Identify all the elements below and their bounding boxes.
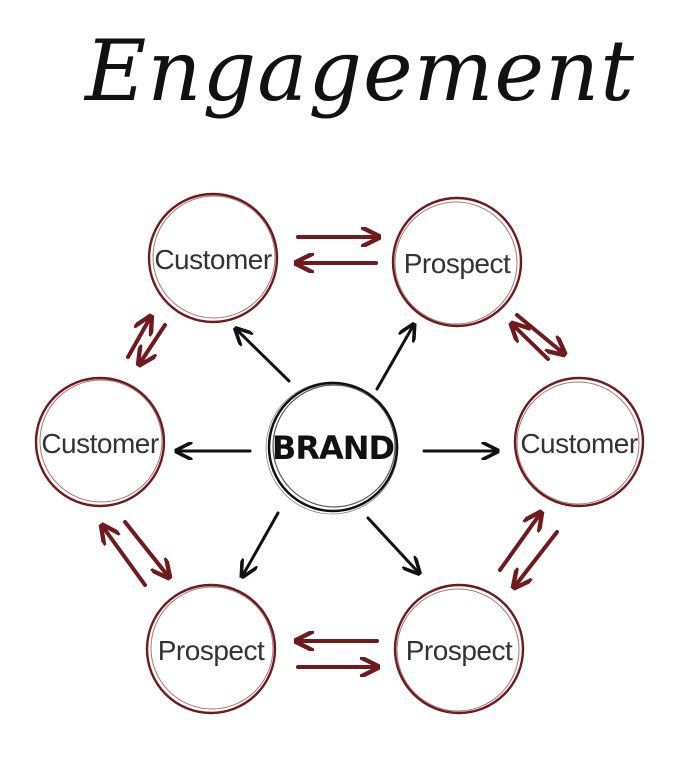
node-ring [391, 196, 523, 328]
ring-arrow [515, 530, 559, 586]
node-ring-sketch [39, 379, 163, 503]
node-ring-sketch [152, 195, 276, 319]
node-ring [147, 192, 279, 324]
ring-arrow [103, 527, 147, 587]
brand-ring [267, 381, 399, 513]
brand-label: BRAND [272, 429, 394, 467]
node-top-right: Prospect [391, 196, 523, 328]
node-label: Prospect [158, 635, 265, 666]
node-ring-sketch [516, 381, 640, 505]
ring-arrow [123, 520, 168, 576]
ring-arrows [103, 237, 563, 667]
brand-arrow [237, 330, 291, 383]
diagram-title: Engagement [83, 22, 635, 120]
node-label: Prospect [406, 635, 513, 666]
ring-arrow [498, 514, 540, 572]
brand-arrows [178, 326, 496, 575]
node-mid-right: Customer [513, 376, 645, 508]
ring-arrow [126, 318, 150, 359]
node-ring [145, 583, 277, 715]
brand-node: BRAND [265, 381, 399, 515]
node-label: Customer [520, 428, 638, 459]
brand-arrow [375, 326, 413, 391]
node-ring [34, 376, 166, 508]
node-label: Customer [154, 244, 272, 275]
brand-arrow [366, 516, 418, 572]
node-ring [513, 376, 645, 508]
brand-arrow [243, 511, 280, 575]
brand-ring-sketch [272, 384, 396, 508]
node-ring-sketch [394, 201, 518, 325]
ring-arrow [140, 323, 167, 363]
node-ring-sketch [396, 588, 520, 712]
node-bottom-left: Prospect [145, 583, 277, 715]
node-bottom-right: Prospect [393, 583, 525, 715]
node-mid-left: Customer [34, 376, 166, 508]
node-label: Prospect [404, 248, 511, 279]
brand-ring-sketch [265, 381, 399, 515]
node-label: Customer [41, 428, 159, 459]
ring-arrow [513, 325, 550, 361]
node-ring [393, 583, 525, 715]
node-ring-sketch [150, 586, 274, 710]
node-top-left: Customer [147, 192, 279, 324]
